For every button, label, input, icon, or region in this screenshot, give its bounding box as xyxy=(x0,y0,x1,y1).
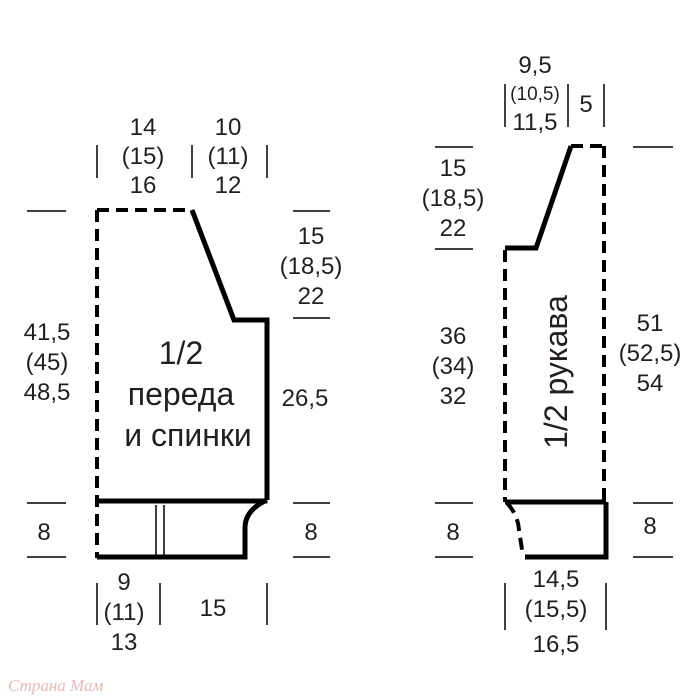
front-armhole-height-1: 15 xyxy=(298,223,325,250)
front-top-right-width-1: 10 xyxy=(215,114,242,141)
front-title-line-1: 1/2 xyxy=(159,335,203,371)
sleeve-cap-height-3: 22 xyxy=(440,215,467,242)
sleeve-rib-left-dashed-curve xyxy=(505,501,525,557)
sleeve-bottom-width-3: 16,5 xyxy=(533,631,580,658)
sleeve-left-height-2: (34) xyxy=(432,353,475,380)
front-top-right-width: 10 (11) 12 xyxy=(208,114,249,199)
sleeve-title: 1/2 рукава xyxy=(538,295,574,449)
sleeve-cap-height: 15 (18,5) 22 xyxy=(422,155,485,242)
front-bottom-left-width-1: 9 xyxy=(117,569,130,596)
sleeve-top-left-width-2: (10,5) xyxy=(510,84,560,105)
sleeve-right-height-3: 54 xyxy=(637,370,664,397)
sleeve-top-left-width-1: 9,5 xyxy=(518,52,551,79)
front-title: 1/2 переда и спинки xyxy=(124,335,252,453)
front-top-left-width: 14 (15) 16 xyxy=(122,114,165,199)
sleeve-piece xyxy=(503,144,609,560)
sleeve-top-right-width: 5 xyxy=(579,91,592,118)
sleeve-right-height: 51 (52,5) 54 xyxy=(619,310,682,397)
front-title-line-3: и спинки xyxy=(124,417,252,453)
front-bottom-left-width: 9 (11) 13 xyxy=(104,569,145,656)
front-top-left-width-2: (15) xyxy=(122,143,165,170)
front-total-height-3: 48,5 xyxy=(24,379,71,406)
sleeve-bottom-width-2: (15,5) xyxy=(525,596,588,623)
front-armhole-height-2: (18,5) xyxy=(280,253,343,280)
sleeve-bottom-width: 14,5 (15,5) 16,5 xyxy=(525,566,588,658)
sleeve-bottom-width-1: 14,5 xyxy=(533,566,580,593)
sleeve-dimension-ticks xyxy=(435,84,673,630)
sleeve-left-height-3: 32 xyxy=(440,383,467,410)
front-rib-outline xyxy=(97,497,269,560)
sleeve-cap-height-2: (18,5) xyxy=(422,185,485,212)
sleeve-top-left-width-3: 11,5 xyxy=(513,109,558,136)
front-title-line-2: переда xyxy=(128,376,235,412)
front-rib-right: 8 xyxy=(304,519,317,546)
front-armhole-outline xyxy=(189,209,270,500)
front-total-height-2: (45) xyxy=(26,349,69,376)
front-side-height: 26,5 xyxy=(282,385,329,412)
front-armhole-height: 15 (18,5) 22 xyxy=(280,223,343,310)
sleeve-top-left-width: 9,5 (10,5) 11,5 xyxy=(510,52,560,136)
front-rib-left: 8 xyxy=(37,519,50,546)
watermark: Страна Мам xyxy=(8,676,103,695)
sleeve-rib-right: 8 xyxy=(643,513,656,540)
sleeve-right-height-1: 51 xyxy=(637,310,664,337)
sleeve-right-height-2: (52,5) xyxy=(619,340,682,367)
front-total-height: 41,5 (45) 48,5 xyxy=(24,319,71,406)
front-top-left-width-3: 16 xyxy=(130,172,157,199)
sleeve-left-height: 36 (34) 32 xyxy=(432,323,475,410)
front-bottom-left-width-2: (11) xyxy=(104,599,145,626)
front-top-right-width-2: (11) xyxy=(208,143,249,170)
front-top-right-width-3: 12 xyxy=(215,172,242,199)
front-armhole-height-3: 22 xyxy=(298,283,325,310)
sleeve-cap-outline xyxy=(505,145,574,251)
front-bottom-left-width-3: 13 xyxy=(111,629,138,656)
front-total-height-1: 41,5 xyxy=(24,319,71,346)
front-top-left-width-1: 14 xyxy=(130,114,157,141)
sleeve-rib-left: 8 xyxy=(446,519,459,546)
front-back-piece xyxy=(95,208,270,560)
front-dimension-ticks xyxy=(27,145,330,625)
sleeve-left-height-1: 36 xyxy=(440,323,467,350)
sleeve-cap-height-1: 15 xyxy=(440,155,467,182)
sleeve-rib-right-bottom xyxy=(525,502,609,560)
front-bottom-right-width: 15 xyxy=(200,595,227,622)
